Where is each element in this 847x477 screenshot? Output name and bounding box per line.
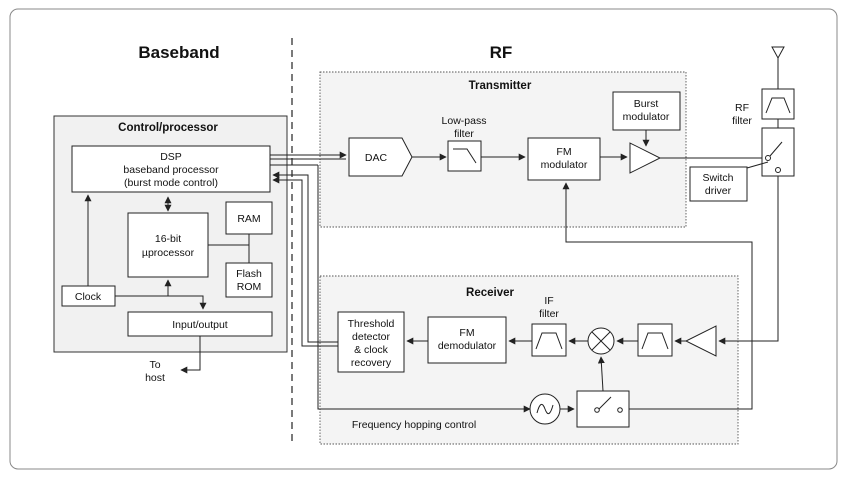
- io-label: Input/output: [172, 319, 228, 331]
- dsp-line-2: baseband processor: [123, 164, 219, 176]
- lpf-line-1: Low-pass: [442, 115, 487, 127]
- fm-demodulator-block: FM demodulator: [427, 316, 507, 364]
- threshold-detector-block: Threshold detector & clock recovery: [337, 311, 405, 373]
- control-processor-label: Control/processor: [118, 122, 218, 134]
- ram-block: RAM: [225, 201, 273, 235]
- rf-filter-block: [761, 88, 795, 120]
- if-filter-line-1: IF: [544, 295, 553, 307]
- transmitter-label: Transmitter: [469, 80, 532, 92]
- rf-heading: RF: [490, 43, 513, 62]
- low-pass-filter-block: [447, 140, 482, 172]
- switch-driver-line-2: driver: [705, 185, 732, 197]
- microprocessor-block: 16-bit µprocessor: [127, 212, 209, 278]
- hop-switch-block: [576, 390, 630, 428]
- fm-modulator-block: FM modulator: [527, 137, 601, 181]
- dsp-line-1: DSP: [160, 151, 182, 163]
- dsp-block: DSP baseband processor (burst mode contr…: [71, 145, 271, 193]
- clock-block: Clock: [61, 285, 116, 307]
- baseband-heading: Baseband: [138, 43, 219, 62]
- fm-demod-line-1: FM: [459, 327, 474, 339]
- cpu-line-1: 16-bit: [155, 233, 181, 245]
- lpf-line-2: filter: [454, 128, 474, 140]
- threshold-line-4: recovery: [351, 357, 392, 369]
- antenna-switch-block: [761, 119, 795, 177]
- threshold-line-1: Threshold: [348, 318, 395, 330]
- fm-demod-line-2: demodulator: [438, 340, 497, 352]
- flash-rom-block: Flash ROM: [225, 262, 273, 298]
- flash-line-1: Flash: [236, 268, 262, 280]
- dsp-rf-links: [270, 151, 531, 413]
- dsp-line-3: (burst mode control): [124, 177, 218, 189]
- flash-line-2: ROM: [237, 281, 262, 293]
- mixer-symbol: [587, 327, 615, 355]
- transmitter-wiring: [412, 130, 764, 161]
- lna-amplifier-symbol: [684, 325, 717, 357]
- threshold-line-3: & clock: [354, 344, 389, 356]
- to-host-line-1: To: [149, 359, 160, 371]
- cpu-line-2: µprocessor: [142, 247, 195, 259]
- switch-driver-link: [746, 161, 769, 169]
- burst-line-1: Burst: [634, 98, 659, 110]
- dac-label: DAC: [365, 152, 388, 164]
- rf-filter-line-2: filter: [732, 115, 752, 127]
- local-oscillator-symbol: [529, 393, 561, 425]
- burst-line-2: modulator: [623, 111, 670, 123]
- rf-filter-line-1: RF: [735, 102, 749, 114]
- if-filter-block: [531, 323, 567, 357]
- baseband-wiring: [84, 194, 250, 374]
- dac-block: DAC: [348, 137, 413, 177]
- burst-modulator-block: Burst modulator: [612, 91, 681, 131]
- ram-label: RAM: [237, 213, 260, 225]
- receiver-label: Receiver: [466, 287, 514, 299]
- fm-mod-line-1: FM: [556, 146, 571, 158]
- threshold-line-2: detector: [352, 331, 390, 343]
- receiver-wiring: [406, 176, 779, 413]
- to-host-line-2: host: [145, 372, 165, 384]
- if-filter-line-2: filter: [539, 308, 559, 320]
- fm-mod-line-2: modulator: [541, 159, 588, 171]
- tx-amplifier-symbol: [629, 142, 662, 174]
- antenna-icon: [771, 46, 785, 89]
- input-output-block: Input/output: [127, 311, 273, 337]
- clock-label: Clock: [75, 291, 102, 303]
- switch-driver-block: Switch driver: [689, 166, 748, 202]
- rx-bandpass-filter-block: [637, 323, 673, 357]
- switch-driver-line-1: Switch: [703, 172, 734, 184]
- hop-control-label: Frequency hopping control: [352, 419, 476, 431]
